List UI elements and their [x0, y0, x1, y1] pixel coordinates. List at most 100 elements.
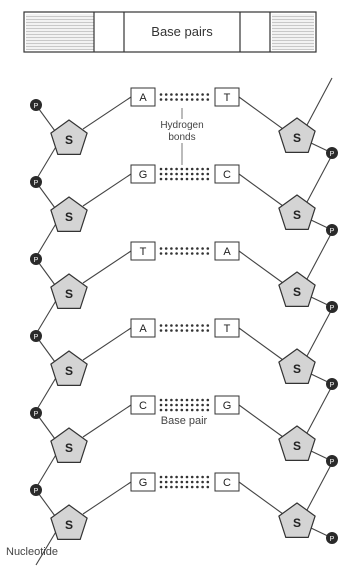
hydrogen-bond-dot — [206, 324, 210, 327]
backbone-right-segment — [306, 308, 333, 357]
backbone-left-segment — [35, 221, 58, 258]
sugar-base-connector — [82, 404, 132, 438]
phosphate-label: P — [330, 305, 335, 312]
hydrogen-bond-dot — [180, 98, 184, 101]
sugar-left — [50, 273, 88, 309]
sugar-left — [50, 119, 88, 155]
hydrogen-bond-dot — [201, 252, 204, 255]
hydrogen-bond-dot — [190, 177, 194, 181]
hydrogen-bond-dot — [185, 398, 189, 402]
hydrogen-bond-dot — [201, 475, 204, 479]
base-right-letter: C — [223, 169, 231, 181]
hydrogen-bond-dot — [164, 475, 168, 479]
hydrogen-bond-dot — [164, 480, 168, 484]
hydrogen-bond-dot — [196, 475, 199, 479]
hydrogen-bond-dot — [170, 93, 173, 96]
hydrogen-bond-dot — [159, 403, 163, 407]
base-left-letter: A — [139, 92, 147, 104]
base-left-letter: A — [139, 323, 147, 335]
header-strand-left — [26, 14, 94, 50]
base-right — [214, 87, 240, 107]
phosphate-left — [30, 330, 42, 342]
sugar-base-connector — [238, 250, 284, 284]
phosphate-label: P — [34, 103, 39, 110]
hydrogen-bond-dot — [175, 398, 178, 402]
hydrogen-bond-dot — [159, 324, 163, 327]
base-left — [130, 395, 156, 415]
hydrogen-bond-dot — [190, 480, 194, 484]
sugar-base-connector — [82, 96, 132, 130]
hydrogen-bond-dot — [206, 177, 210, 181]
hydrogen-bond-dot — [175, 98, 178, 101]
base-left — [130, 318, 156, 338]
base-right — [214, 395, 240, 415]
hydrogen-bond-dot — [159, 408, 163, 412]
hydrogen-bond-dot — [185, 475, 189, 479]
hydrogen-bond-dot — [196, 247, 199, 250]
base-right — [214, 318, 240, 338]
sugar-base-connector — [82, 250, 132, 284]
hydrogen-bond-dot — [206, 329, 210, 332]
base-right-letter: A — [223, 246, 231, 258]
hydrogen-bond-dot — [170, 177, 173, 181]
hydrogen-bond-dot — [180, 485, 184, 489]
hydrogen-bond-dot — [164, 403, 168, 407]
sugar-label: S — [65, 364, 73, 378]
hydrogen-bond-dot — [185, 408, 189, 412]
hydrogen-bond-dot — [170, 324, 173, 327]
hydrogen-bond-dot — [175, 177, 178, 181]
base-left — [130, 164, 156, 184]
hydrogen-bond-dot — [170, 172, 173, 176]
sugar-base-connector — [238, 96, 284, 130]
hydrogen-bond-dot — [164, 93, 168, 96]
sugar-base-connector — [238, 404, 284, 438]
base-right — [214, 164, 240, 184]
hydrogen-bond-dot — [159, 177, 163, 181]
hydrogen-bond-dot — [180, 398, 184, 402]
phosphate-label: P — [34, 334, 39, 341]
hydrogen-bond-dot — [185, 177, 189, 181]
hydrogen-bond-dot — [190, 408, 194, 412]
sugar-label: S — [293, 285, 301, 299]
base-right — [214, 472, 240, 492]
backbone-left-segment — [35, 298, 58, 335]
sugar-right — [278, 194, 316, 230]
hydrogen-bond-dot — [206, 403, 210, 407]
hydrogen-bond-dot — [159, 98, 163, 101]
phosphate-left — [30, 484, 42, 496]
phosphate-label: P — [34, 257, 39, 264]
hydrogen-bond-dot — [159, 167, 163, 171]
phosphate-label: P — [330, 151, 335, 158]
hydrogen-bond-dot — [170, 167, 173, 171]
sugar-left — [50, 350, 88, 386]
hydrogen-bond-dot — [180, 247, 184, 250]
header-label: Base pairs — [151, 24, 213, 39]
hydrogen-bond-dot — [190, 485, 194, 489]
hydrogen-bond-dot — [170, 475, 173, 479]
hydrogen-bond-dot — [190, 398, 194, 402]
hydrogen-bond-dot — [164, 167, 168, 171]
hydrogen-bond-dot — [159, 252, 163, 255]
hydrogen-bond-dot — [175, 167, 178, 171]
sugar-label: S — [293, 208, 301, 222]
base-left — [130, 472, 156, 492]
hydrogen-bond-dot — [159, 398, 163, 402]
hydrogen-bond-dot — [170, 98, 173, 101]
hydrogen-bond-dot — [164, 177, 168, 181]
base-left-letter: T — [140, 246, 147, 258]
hydrogen-bond-dot — [170, 485, 173, 489]
hydrogen-bond-dot — [185, 93, 189, 96]
hydrogen-bond-dot — [164, 324, 168, 327]
base-left-letter: G — [139, 477, 148, 489]
phosphate-label: P — [34, 488, 39, 495]
sugar-base-connector — [238, 173, 284, 207]
backbone-left-segment — [35, 452, 58, 489]
phosphate-left — [30, 99, 42, 111]
hydrogen-bond-dot — [196, 324, 199, 327]
base-right — [214, 241, 240, 261]
sugar-label: S — [293, 516, 301, 530]
hydrogen-bond-dot — [175, 403, 178, 407]
hydrogen-bond-dot — [159, 247, 163, 250]
hydrogen-bond-dot — [201, 485, 204, 489]
